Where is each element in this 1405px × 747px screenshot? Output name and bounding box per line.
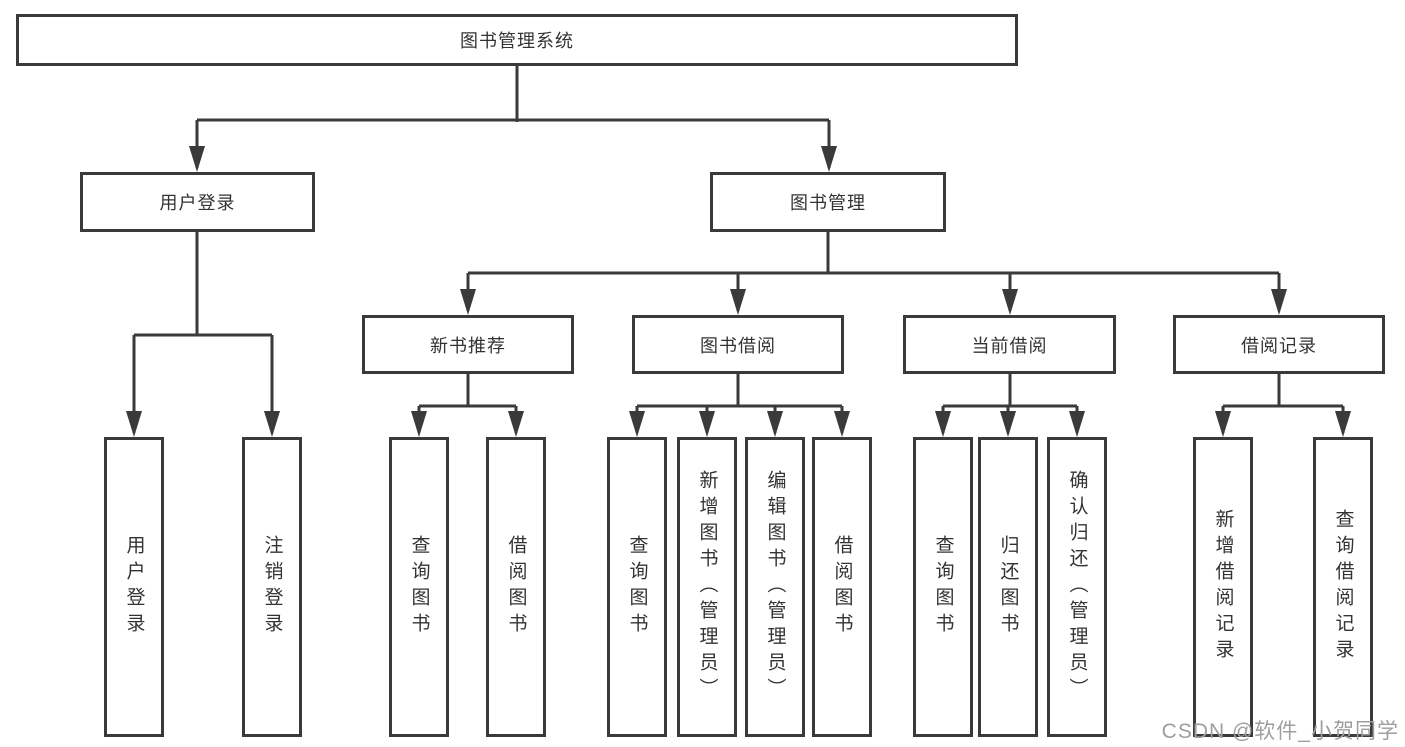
leaf-label: 查询图书	[408, 535, 430, 639]
leaf-confirm-return-admin: 确认归还（管理员）	[1047, 437, 1107, 737]
leaf-query-books-borrowing: 查询图书	[607, 437, 667, 737]
leaf-label: 新增借阅记录	[1212, 509, 1234, 665]
leaf-edit-book-admin: 编辑图书（管理员）	[745, 437, 805, 737]
leaf-query-books-current: 查询图书	[913, 437, 973, 737]
leaf-label: 确认归还（管理员）	[1066, 470, 1088, 704]
leaf-label: 归还图书	[997, 535, 1019, 639]
leaf-logout-login: 注销登录	[242, 437, 302, 737]
leaf-add-book-admin: 新增图书（管理员）	[677, 437, 737, 737]
leaf-borrow-books-recommend: 借阅图书	[486, 437, 546, 737]
leaf-label: 借阅图书	[505, 535, 527, 639]
node-current-borrowing: 当前借阅	[903, 315, 1116, 374]
node-new-book-recommend: 新书推荐	[362, 315, 574, 374]
node-user-login: 用户登录	[80, 172, 315, 232]
leaf-label: 用户登录	[123, 535, 145, 639]
leaf-label: 编辑图书（管理员）	[764, 470, 786, 704]
leaf-label: 注销登录	[261, 535, 283, 639]
leaf-label: 查询借阅记录	[1332, 509, 1354, 665]
node-root-library-system: 图书管理系统	[16, 14, 1018, 66]
arrowhead-group	[126, 146, 1351, 437]
leaf-label: 查询图书	[626, 535, 648, 639]
leaf-label: 新增图书（管理员）	[696, 470, 718, 704]
node-book-management: 图书管理	[710, 172, 946, 232]
leaf-query-borrow-record: 查询借阅记录	[1313, 437, 1373, 737]
leaf-label: 借阅图书	[831, 535, 853, 639]
csdn-watermark: CSDN @软件_小贺同学	[1161, 720, 1399, 743]
leaf-query-books-recommend: 查询图书	[389, 437, 449, 737]
leaf-user-login: 用户登录	[104, 437, 164, 737]
leaf-borrow-books-borrowing: 借阅图书	[812, 437, 872, 737]
node-borrowing-records: 借阅记录	[1173, 315, 1385, 374]
leaf-label: 查询图书	[932, 535, 954, 639]
leaf-return-books: 归还图书	[978, 437, 1038, 737]
node-book-borrowing: 图书借阅	[632, 315, 844, 374]
leaf-add-borrow-record: 新增借阅记录	[1193, 437, 1253, 737]
